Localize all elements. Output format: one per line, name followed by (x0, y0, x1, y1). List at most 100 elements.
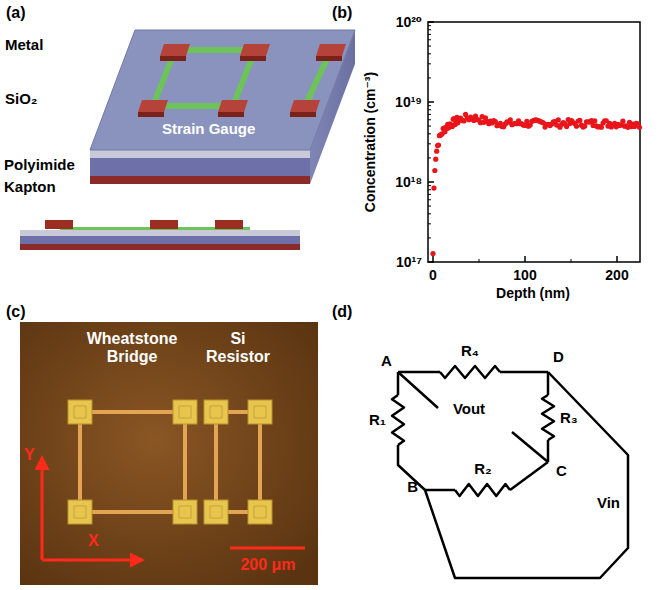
y-minor-tick (428, 114, 431, 115)
pad-window (179, 506, 191, 518)
data-point (637, 125, 642, 130)
sio2-layer (20, 230, 300, 236)
data-point (620, 119, 625, 124)
si-resistor-trace (216, 412, 260, 512)
component-label: R₄ (461, 342, 479, 359)
pad-window (254, 506, 266, 518)
data-points (430, 112, 642, 256)
resistor-symbol (542, 395, 554, 440)
y-minor-tick (428, 189, 431, 190)
data-point (435, 143, 440, 148)
bond-pad (68, 500, 92, 524)
y-minor-tick (428, 63, 431, 64)
y-minor-tick (428, 29, 431, 30)
y-tick (428, 101, 434, 103)
panel-label: (d) (332, 303, 352, 321)
metal-pad (316, 44, 346, 56)
strain-gauge (153, 50, 255, 106)
axis-title: Concentration (cm⁻³) (362, 72, 378, 212)
pad-window (210, 406, 222, 418)
wire (397, 372, 400, 395)
y-minor-tick (428, 53, 431, 54)
polyimide-layer (20, 236, 300, 244)
bond-pads (68, 400, 272, 524)
data-point (432, 168, 437, 173)
y-arrow (41, 458, 44, 560)
resistor-symbol (455, 484, 510, 496)
plot-frame (428, 22, 640, 262)
metal-pad (160, 44, 190, 56)
y-minor-tick (428, 185, 431, 186)
pad-window (179, 406, 191, 418)
data-point (436, 142, 441, 147)
layer-label: Metal (5, 36, 43, 53)
y-minor-tick (428, 237, 431, 238)
bridge-traces (80, 412, 260, 512)
axis-letter: Y (24, 446, 35, 464)
y-minor-tick (428, 199, 431, 200)
polyimide-layer (90, 158, 310, 176)
device-illustration (90, 30, 355, 184)
wire (425, 489, 455, 492)
wire (547, 440, 550, 462)
node-letter: B (407, 478, 418, 495)
tick-label: 200 (605, 267, 628, 283)
y-minor-tick (428, 206, 431, 207)
bond-pad (204, 400, 228, 424)
wire (398, 371, 440, 374)
component-label: R₂ (474, 460, 492, 477)
y-tick (428, 21, 434, 23)
metal-pad-side (316, 56, 342, 61)
pad-window (254, 406, 266, 418)
scale-bar (230, 547, 305, 550)
y-tick (428, 261, 434, 263)
axis-letter: X (88, 532, 99, 550)
y-tick (428, 181, 434, 183)
tick-label: 10¹⁸ (395, 174, 422, 190)
y-minor-tick (428, 46, 431, 47)
data-point (577, 118, 582, 123)
pad-window (210, 506, 222, 518)
metal-pad (290, 100, 320, 112)
scale-label: 200 μm (240, 556, 295, 574)
component-label: R₁ (369, 411, 386, 428)
pad-window (74, 406, 86, 418)
resistor-symbol (392, 395, 404, 445)
vin-wire (425, 372, 628, 578)
x-tick (524, 256, 526, 262)
micrograph (20, 322, 318, 585)
bond-pad (204, 500, 228, 524)
y-minor-tick (428, 133, 431, 134)
tick-label: 10¹⁷ (396, 254, 422, 270)
node-letter: C (556, 462, 567, 479)
panel-label: (c) (6, 303, 26, 321)
y-minor-tick (428, 109, 431, 110)
wheatstone-circuit (392, 366, 628, 578)
structure-label: Si Resistor (201, 330, 275, 367)
sio2-layer (90, 150, 310, 158)
data-point (431, 185, 436, 190)
wire (510, 462, 548, 490)
data-point (434, 149, 439, 154)
metal-pads (138, 44, 346, 117)
wire (500, 371, 548, 374)
x-tick (616, 256, 618, 262)
signal-label: Vin (597, 494, 620, 511)
kapton-layer (20, 244, 300, 250)
data-point (574, 124, 579, 129)
node-letter: D (553, 348, 564, 365)
data-point (430, 251, 435, 256)
metal-pad-side (240, 56, 266, 61)
top-face (90, 30, 355, 150)
tick-label: 0 (429, 267, 437, 283)
tick-label: 10¹⁹ (395, 94, 422, 110)
y-minor-tick (428, 126, 431, 127)
x-arrow (42, 559, 142, 562)
data-point (433, 157, 438, 162)
metal-pad (215, 220, 243, 229)
metal-pad (218, 100, 248, 112)
metal-pad (240, 44, 270, 56)
kapton-layer (90, 176, 310, 184)
metal-pad-side (138, 112, 164, 117)
